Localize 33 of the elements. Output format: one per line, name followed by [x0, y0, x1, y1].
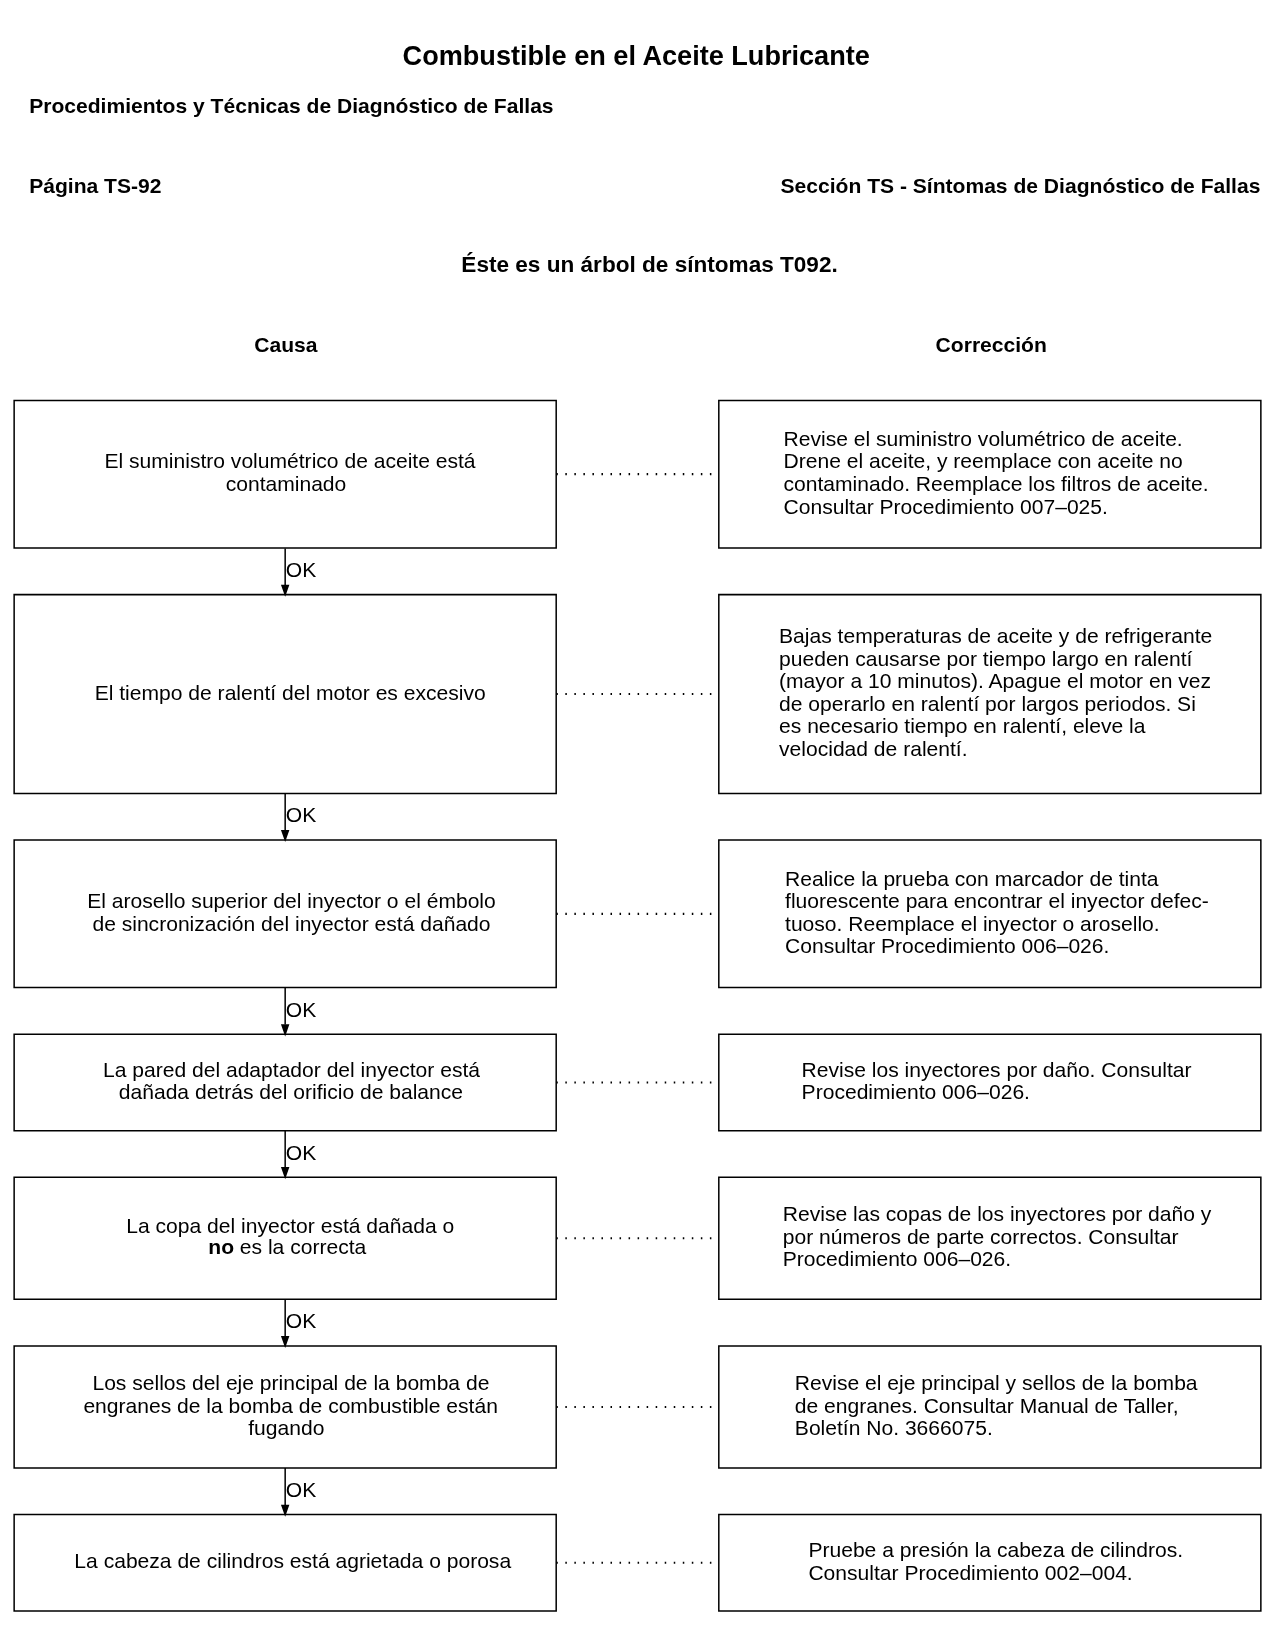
- node-box: El tiempo de ralentí del motor es excesivo: [13, 593, 557, 795]
- label: Causa: [254, 332, 318, 356]
- node-box: Bajas temperaturas de aceite y de refrigerante pueden causarse por tiempo largo en ralentí (mayor a 10 minutos). Apague el motor en vez de operarlo en ralentí por largos periodos. Si es necesario tiempo en ralentí, eleve la velocidad de ralentí.: [718, 593, 1262, 795]
- diagram-title: Combustible en el Aceite Lubricante: [402, 40, 870, 72]
- arrow: [280, 547, 290, 597]
- edge-label: OK: [285, 997, 317, 1021]
- edge-label: OK: [285, 557, 317, 581]
- arrow: [280, 793, 290, 842]
- node-box: La pared del adaptador del inyector está dañada detrás del orificio de balance: [13, 1033, 557, 1132]
- node-box: La copa del inyector está dañada o no es la correcta: [13, 1176, 557, 1301]
- label: Éste es un árbol de síntomas T092.: [461, 251, 838, 277]
- node-box: Revise los inyectores por daño. Consultar Procedimiento 006–026.: [718, 1033, 1262, 1132]
- label: Página TS-92: [29, 173, 162, 197]
- node-box: Revise el suministro volumétrico de aceite. Drene el aceite, y reemplace con aceite no contaminado. Reemplace los filtros de aceite. Consultar Procedimiento 007–025.: [718, 399, 1262, 549]
- edge-label: OK: [285, 1140, 317, 1164]
- label: Sección TS - Síntomas de Diagnóstico de Fallas: [780, 173, 1261, 197]
- node-box: Revise el eje principal y sellos de la bomba de engranes. Consultar Manual de Taller, Boletín No. 3666075.: [718, 1345, 1262, 1469]
- edge-label: OK: [285, 1477, 317, 1501]
- node-box: Realice la prueba con marcador de tinta fluorescente para encontrar el inyector defec- tuoso. Reemplace el inyector o arosello. Consultar Procedimiento 006–026.: [718, 839, 1262, 989]
- node-box: Los sellos del eje principal de la bomba de engranes de la bomba de combustible están fugando: [13, 1345, 557, 1469]
- node-box: El suministro volumétrico de aceite está contaminado: [13, 399, 557, 549]
- label: Corrección: [935, 332, 1047, 356]
- arrow: [280, 987, 290, 1037]
- arrow: [280, 1467, 290, 1517]
- node-box: El arosello superior del inyector o el émbolo de sincronización del inyector está dañado: [13, 839, 557, 989]
- node-box: Revise las copas de los inyectores por daño y por números de parte correctos. Consultar Procedimiento 006–026.: [718, 1176, 1262, 1301]
- arrow: [280, 1298, 290, 1349]
- edge-label: OK: [285, 803, 317, 827]
- node-box: La cabeza de cilindros está agrietada o porosa: [13, 1513, 557, 1612]
- node-box: Pruebe a presión la cabeza de cilindros. Consultar Procedimiento 002–004.: [718, 1513, 1262, 1612]
- edge-label: OK: [285, 1309, 317, 1333]
- arrow: [280, 1129, 290, 1180]
- label: Procedimientos y Técnicas de Diagnóstico de Fallas: [29, 94, 554, 118]
